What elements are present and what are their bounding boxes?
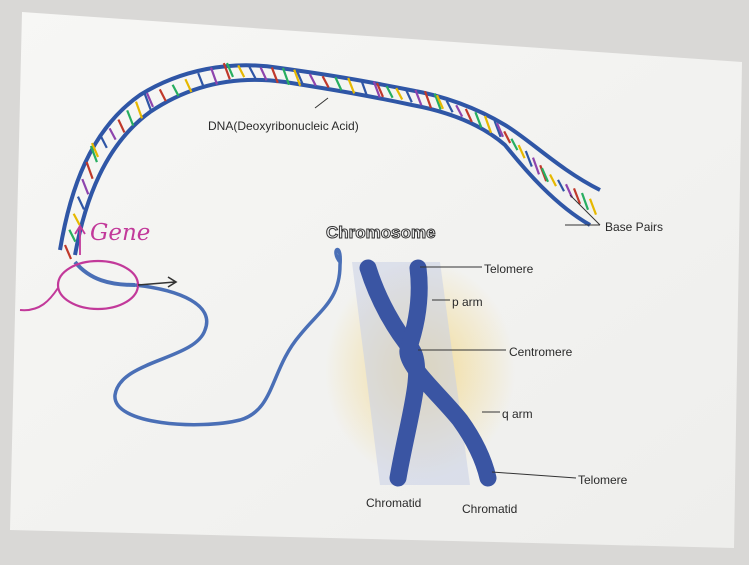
gene-label: Gene (90, 220, 150, 246)
dna-label: DNA(Deoxyribonucleic Acid) (208, 119, 359, 133)
p-arm-label: p arm (452, 295, 483, 309)
chromatid-left-label: Chromatid (366, 496, 421, 510)
telomere-top-label: Telomere (484, 262, 534, 276)
centromere-label: Centromere (509, 345, 573, 359)
chromatid-right-label: Chromatid (462, 502, 517, 516)
chromosome-title: Chromosome (326, 223, 436, 242)
telomere-bottom-label: Telomere (578, 473, 628, 487)
base-pairs-label: Base Pairs (605, 220, 663, 234)
q-arm-label: q arm (502, 407, 533, 421)
